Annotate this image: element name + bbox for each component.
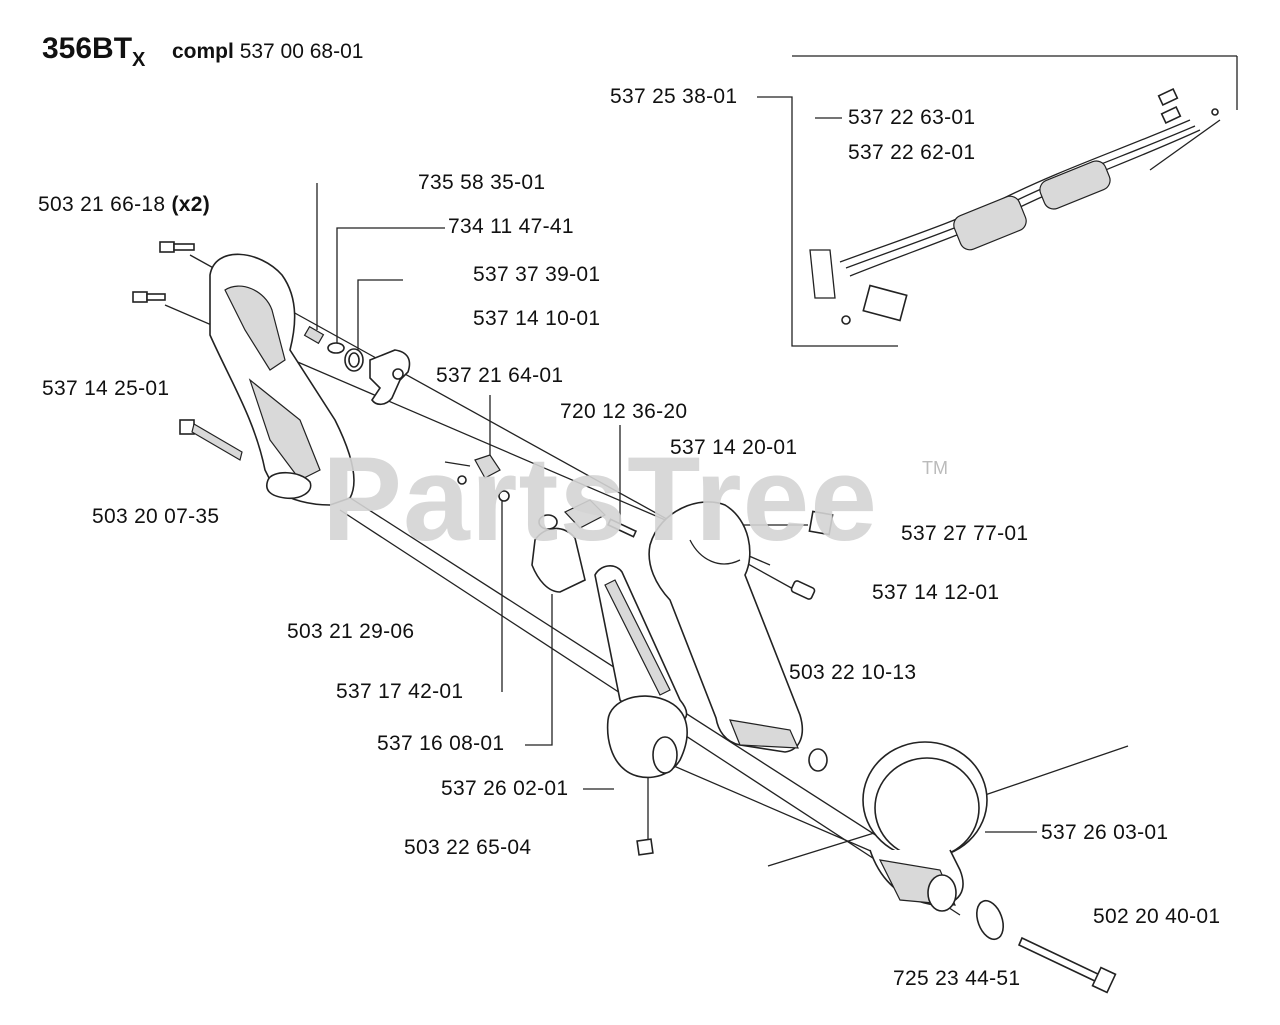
part-number: 503 21 66-18 xyxy=(38,193,166,216)
compl-number: 537 00 68-01 xyxy=(239,40,364,63)
assembly-complete-number: compl 537 00 68-01 xyxy=(172,40,363,64)
part-label-537-14-25-01[interactable]: 537 14 25-01 xyxy=(42,377,170,400)
screw-537-14-12-01 xyxy=(790,580,816,600)
model-subscript: X xyxy=(132,49,146,71)
part-quantity: (x2) xyxy=(171,193,211,216)
nut-503-22-65-04 xyxy=(636,838,654,856)
spring-537-17-42-01 xyxy=(498,490,510,502)
trigger-537-16-08-01 xyxy=(531,514,586,593)
nut-503-22-10-13 xyxy=(808,748,828,772)
model-title: 356BTX xyxy=(42,32,145,71)
part-label-537-14-10-01[interactable]: 537 14 10-01 xyxy=(473,307,601,330)
part-label-503-21-29-06[interactable]: 503 21 29-06 xyxy=(287,620,415,643)
part-label-537-37-39-01[interactable]: 537 37 39-01 xyxy=(473,263,601,286)
washer-734-11-47-41 xyxy=(327,342,345,354)
part-label-537-26-02-01[interactable]: 537 26 02-01 xyxy=(441,777,569,800)
part-label-502-20-40-01[interactable]: 502 20 40-01 xyxy=(1093,905,1221,928)
part-label-537-16-08-01[interactable]: 537 16 08-01 xyxy=(377,732,505,755)
knob-502-20-40-01 xyxy=(976,899,1004,941)
lockout-720-12-36-20 xyxy=(564,499,638,538)
washer-735-58-35-01 xyxy=(303,325,325,345)
connector-block xyxy=(862,284,908,322)
compl-label: compl xyxy=(172,40,234,63)
wiring-harness-frame xyxy=(757,55,1238,347)
part-label-537-14-20-01[interactable]: 537 14 20-01 xyxy=(670,436,798,459)
wiring-harness-illustration xyxy=(809,88,1221,325)
trademark-mark: TM xyxy=(922,458,948,478)
handle-half-537-14-20-01 xyxy=(648,501,804,753)
model-name: 356BT xyxy=(42,32,133,65)
screw-503-20-07-35 xyxy=(179,419,243,461)
clamp-537-26-03-01 xyxy=(862,741,988,912)
part-label-537-17-42-01[interactable]: 537 17 42-01 xyxy=(336,680,464,703)
part-label-537-21-64-01[interactable]: 537 21 64-01 xyxy=(436,364,564,387)
ring-537-37-39-01 xyxy=(344,348,364,372)
part-label-537-22-63-01[interactable]: 537 22 63-01 xyxy=(848,106,976,129)
watermark: PartsTree xyxy=(322,432,879,566)
part-label-503-21-66-18[interactable]: 503 21 66-18 (x2) xyxy=(38,193,210,217)
knob-537-14-10-01 xyxy=(369,349,411,406)
part-label-503-20-07-35[interactable]: 503 20 07-35 xyxy=(92,505,220,528)
part-label-537-27-77-01[interactable]: 537 27 77-01 xyxy=(901,522,1029,545)
part-label-734-11-47-41[interactable]: 734 11 47-41 xyxy=(448,215,574,238)
bolt-725-23-44-51 xyxy=(1017,936,1117,994)
screw-503-21-66-18-b xyxy=(132,291,166,303)
decal-537-27-77-01 xyxy=(808,510,834,536)
part-label-503-22-10-13[interactable]: 503 22 10-13 xyxy=(789,661,917,684)
part-label-503-22-65-04[interactable]: 503 22 65-04 xyxy=(404,836,532,859)
part-label-735-58-35-01[interactable]: 735 58 35-01 xyxy=(418,171,546,194)
part-label-537-25-38-01[interactable]: 537 25 38-01 xyxy=(610,85,738,108)
part-label-537-22-62-01[interactable]: 537 22 62-01 xyxy=(848,141,976,164)
part-label-537-14-12-01[interactable]: 537 14 12-01 xyxy=(872,581,1000,604)
harness-spring xyxy=(953,160,1111,251)
part-label-537-26-03-01[interactable]: 537 26 03-01 xyxy=(1041,821,1169,844)
lever-537-21-64-01 xyxy=(444,454,501,485)
part-label-720-12-36-20[interactable]: 720 12 36-20 xyxy=(560,400,688,423)
handle-half-537-14-25-01 xyxy=(209,253,355,506)
gear-537-26-02-01 xyxy=(652,736,678,774)
screw-503-21-66-18-a xyxy=(159,241,195,253)
part-label-725-23-44-51[interactable]: 725 23 44-51 xyxy=(893,967,1021,990)
